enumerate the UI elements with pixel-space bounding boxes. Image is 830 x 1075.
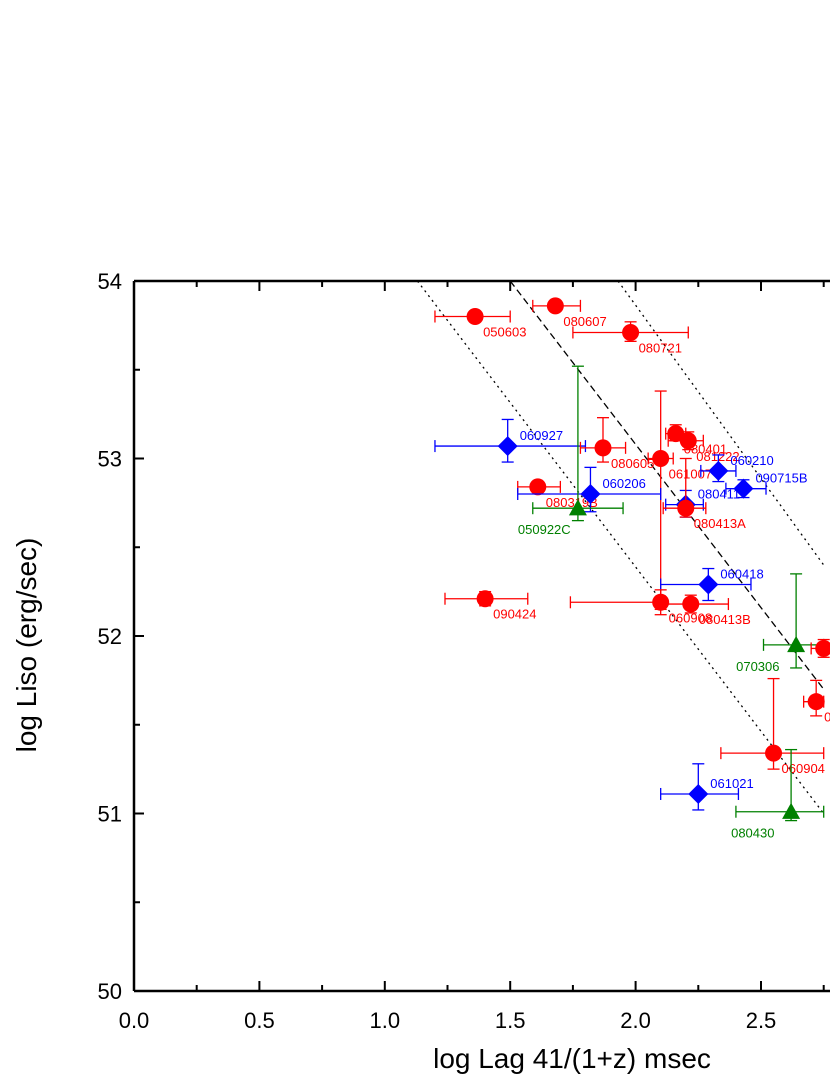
data-point: 090424 <box>444 590 537 622</box>
point-label: 060206 <box>602 476 645 491</box>
data-point: 050922C <box>518 365 624 537</box>
circle-marker <box>677 499 695 517</box>
dotted-fit-line <box>416 280 825 814</box>
tick-labels: 0.0 0.5 1.0 1.5 2.0 2.5 50 51 52 53 54 <box>98 269 777 1033</box>
point-label: 060927 <box>520 428 563 443</box>
data-point: 090715B <box>725 471 808 499</box>
y-tick-label: 52 <box>98 624 122 649</box>
data-point: 080411 <box>665 487 740 518</box>
point-label: 061007 <box>669 467 712 482</box>
circle-marker <box>546 297 564 315</box>
data-point: 060206 <box>517 466 662 513</box>
point-label: 050603 <box>483 325 526 340</box>
x-tick-label: 0.0 <box>119 1008 150 1033</box>
point-label: 080605 <box>611 456 654 471</box>
point-label: 060904 <box>782 761 825 776</box>
data-point: 061021 <box>660 763 754 811</box>
data-point: 060904 <box>720 677 825 776</box>
data-point: 050603 <box>434 308 526 340</box>
y-tick-label: 54 <box>98 269 122 294</box>
triangle-marker <box>787 635 806 653</box>
circle-marker <box>815 639 830 657</box>
y-axis-title: log Liso (erg/sec) <box>11 538 42 753</box>
circle-marker <box>765 744 783 762</box>
circle-marker <box>466 308 484 325</box>
diamond-marker <box>497 436 518 457</box>
data-point: 080413A <box>662 457 746 531</box>
point-label: 080413B <box>699 612 751 627</box>
point-label: 070306 <box>736 659 779 674</box>
circle-marker <box>529 478 547 496</box>
point-label: 080413A <box>694 516 746 531</box>
data-point: 080413B <box>660 594 751 627</box>
data-point: 081222 <box>667 431 740 464</box>
x-tick-label: 1.5 <box>495 1008 526 1033</box>
diamond-marker <box>698 574 719 595</box>
diamond-marker <box>580 484 601 504</box>
y-tick-label: 53 <box>98 447 122 472</box>
reference-lines <box>416 280 825 814</box>
y-tick-label: 51 <box>98 802 122 827</box>
data-point: 080319B <box>517 478 598 510</box>
point-label: 080411 <box>698 487 740 502</box>
x-tick-label: 2.0 <box>620 1008 651 1033</box>
diamond-marker <box>708 460 729 481</box>
point-label: 080430 <box>731 826 774 841</box>
axes <box>132 279 830 993</box>
point-label: 060908 <box>669 610 712 625</box>
point-label: 090715B <box>755 471 807 486</box>
data-point: 060908 <box>569 589 712 625</box>
data-point: 0 <box>802 679 830 725</box>
circle-marker <box>594 439 612 457</box>
diamond-marker <box>688 783 709 804</box>
data-points: 050603 080607 080721 060927 080605 061007 0804… <box>434 297 830 841</box>
circle-marker <box>667 425 685 443</box>
point-label: 060418 <box>720 567 763 582</box>
dashed-fit-line <box>509 280 825 690</box>
data-point: 070306 <box>736 573 825 674</box>
circle-marker <box>679 432 697 450</box>
y-tick-label: 50 <box>98 979 122 1004</box>
diamond-marker <box>733 478 754 499</box>
point-label: 060210 <box>730 453 773 468</box>
circle-marker <box>622 323 640 341</box>
data-point: 060210 <box>700 453 774 483</box>
x-tick-label: 2.5 <box>746 1008 777 1033</box>
data-point: 060418 <box>660 567 764 602</box>
point-label: 0 <box>824 710 830 725</box>
x-tick-label: 1.0 <box>370 1008 401 1033</box>
circle-marker <box>807 693 825 711</box>
data-point <box>810 638 830 658</box>
data-point: 080721 <box>572 321 689 355</box>
point-label: 080721 <box>639 340 682 355</box>
data-point: 080430 <box>731 748 825 841</box>
circle-marker <box>652 450 670 467</box>
data-point: 080607 <box>532 297 607 329</box>
point-label: 080607 <box>563 314 606 329</box>
x-axis-title: log Lag 41/(1+z) msec <box>433 1043 711 1074</box>
data-point: 061007 <box>647 390 712 611</box>
point-label: 061021 <box>710 776 753 791</box>
triangle-marker <box>782 802 801 819</box>
x-tick-label: 0.5 <box>244 1008 275 1033</box>
dotted-fit-line <box>617 280 825 566</box>
point-label: 090424 <box>493 607 536 622</box>
data-point: 080605 <box>579 417 654 471</box>
data-point: 060927 <box>434 418 587 463</box>
circle-marker <box>476 590 494 608</box>
point-label: 050922C <box>518 522 571 537</box>
point-label: 080319B <box>546 495 598 510</box>
circle-marker <box>682 595 700 613</box>
triangle-marker <box>568 499 587 516</box>
